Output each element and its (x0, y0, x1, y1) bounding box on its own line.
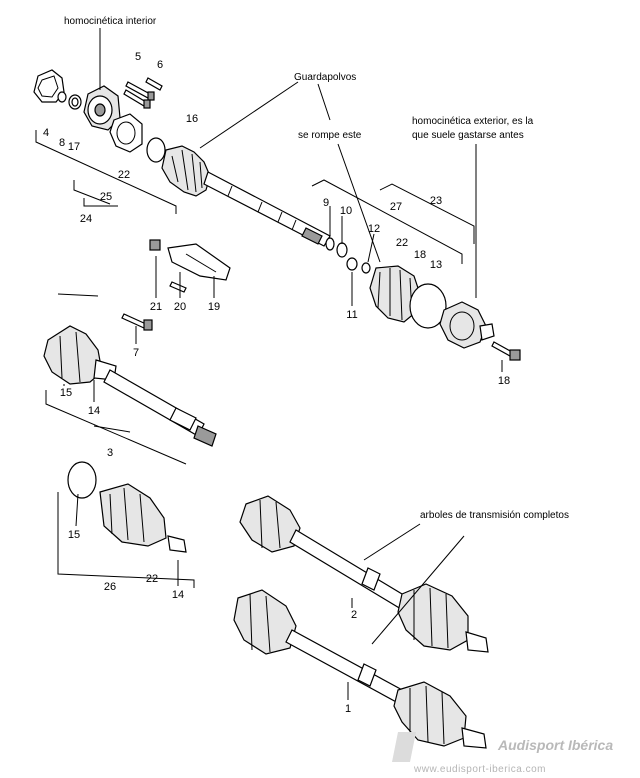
annotation-outer-joint-2: que suele gastarse antes (412, 130, 524, 141)
part-number-11: 11 (346, 309, 357, 321)
part-number-1: 1 (345, 703, 351, 715)
part-number-3: 3 (107, 447, 113, 459)
group-brackets (35, 130, 475, 588)
part-number-16: 16 (186, 113, 198, 125)
part-number-6: 6 (157, 59, 163, 71)
drive-shaft-bar (203, 171, 331, 247)
watermark: Audisport Ibérica www.eudisport-iberica.… (392, 732, 613, 775)
bolts-part-5-6 (123, 77, 163, 109)
annotation-boot: Guardapolvos (294, 72, 356, 83)
part-number-2: 2 (351, 609, 357, 621)
part-number-15-a: 15 (60, 387, 72, 399)
clamp-part-16 (146, 137, 166, 163)
part-number-9: 9 (323, 197, 329, 209)
part-number-20: 20 (174, 301, 186, 313)
annotation-breaks: se rompe este (298, 130, 362, 141)
spacer-part-10 (336, 242, 348, 258)
leader-lines (63, 28, 503, 700)
part-number-22-a: 22 (118, 169, 130, 181)
part-number-14-b: 14 (172, 589, 184, 601)
part-number-15-b: 15 (68, 529, 80, 541)
boot-kit-26 (67, 461, 187, 553)
part-number-4: 4 (43, 127, 49, 139)
outer-cv-joint (439, 301, 495, 349)
ring-part-11 (346, 257, 358, 271)
annotation-inner-joint: homocinética interior (64, 16, 157, 27)
inner-cv-joint (83, 85, 121, 131)
outer-boot (369, 265, 421, 323)
complete-shaft-1 (233, 589, 487, 749)
annotation-outer-joint-1: homocinética exterior, es la (412, 116, 534, 127)
part-number-18-a: 18 (414, 249, 426, 261)
part-number-8: 8 (59, 137, 65, 149)
bolt-part-7 (121, 313, 153, 331)
part-number-12: 12 (368, 223, 380, 235)
clamp-part-13 (409, 283, 447, 329)
part-number-21: 21 (150, 301, 162, 313)
part-number-22-b: 22 (396, 237, 408, 249)
part-number-24: 24 (80, 213, 92, 225)
inner-boot (161, 145, 211, 197)
nut-part-21 (149, 239, 161, 251)
part-number-25: 25 (100, 191, 112, 203)
part-number-5: 5 (135, 51, 141, 63)
annotation-complete-shafts: arboles de transmisión completos (420, 510, 569, 521)
part-number-10: 10 (340, 205, 352, 217)
bolt-part-20 (169, 281, 187, 293)
part-number-27: 27 (390, 201, 402, 213)
part-number-13: 13 (430, 259, 442, 271)
joint-cover-part-22 (109, 113, 143, 153)
part-number-18-b: 18 (498, 375, 510, 387)
washer-part-8 (57, 91, 67, 103)
part-number-14-a: 14 (88, 405, 100, 417)
washer-part-9 (325, 237, 335, 251)
part-number-7: 7 (133, 347, 139, 359)
part-number-22-c: 22 (146, 573, 158, 585)
watermark-url: www.eudisport-iberica.com (413, 764, 546, 775)
shaft-assembly-3 (43, 325, 217, 447)
heat-shield-part-19 (167, 243, 231, 281)
part-number-17: 17 (68, 141, 80, 153)
complete-shaft-2 (239, 495, 489, 653)
part-number-19: 19 (208, 301, 220, 313)
bolt-part-18 (491, 341, 521, 361)
part-number-23: 23 (430, 195, 442, 207)
circlip-part-12 (361, 262, 371, 274)
part-number-26: 26 (104, 581, 116, 593)
watermark-brand: Audisport Ibérica (497, 737, 613, 753)
